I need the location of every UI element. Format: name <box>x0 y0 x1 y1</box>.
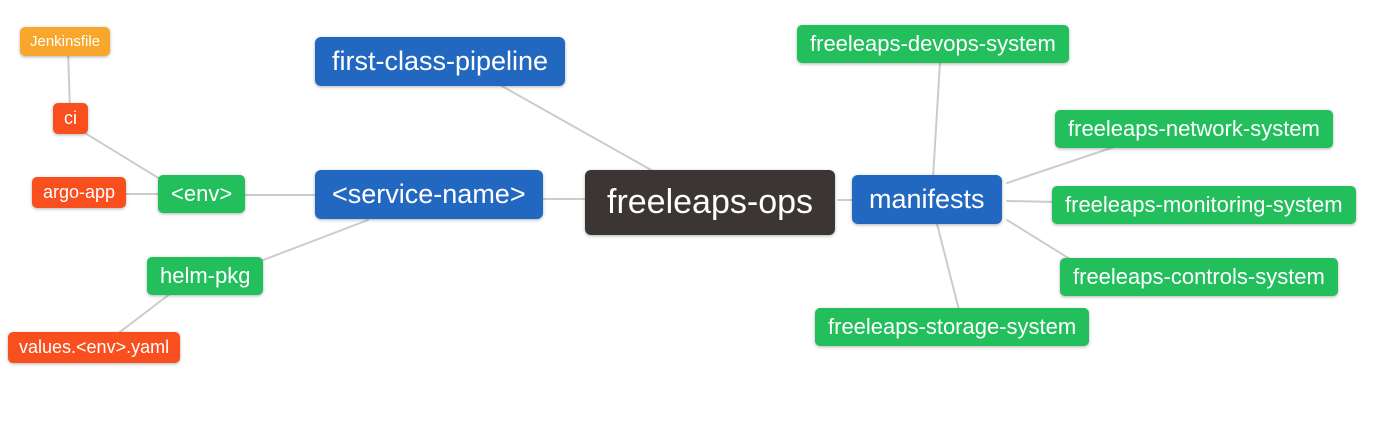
node-freeleaps-monitoring-system[interactable]: freeleaps-monitoring-system <box>1052 186 1356 224</box>
edge-root-first-class-pipeline <box>499 84 661 176</box>
edge-env-ci <box>79 129 166 183</box>
node-helm-pkg[interactable]: helm-pkg <box>147 257 264 295</box>
node-first-class-pipeline[interactable]: first-class-pipeline <box>315 37 566 87</box>
node-ci[interactable]: ci <box>53 103 88 134</box>
edge-manifests-storage-system <box>935 219 960 311</box>
node-argo-app[interactable]: argo-app <box>32 177 127 208</box>
node-freeleaps-storage-system[interactable]: freeleaps-storage-system <box>815 308 1090 346</box>
node-values-env-yaml[interactable]: values.<env>.yaml <box>8 332 181 363</box>
node-service-name[interactable]: <service-name> <box>315 170 543 220</box>
node-env[interactable]: <env> <box>158 175 246 213</box>
node-freeleaps-network-system[interactable]: freeleaps-network-system <box>1055 110 1333 148</box>
node-jenkinsfile[interactable]: Jenkinsfile <box>20 27 111 57</box>
node-manifests[interactable]: manifests <box>852 175 1002 225</box>
edge-manifests-network-system <box>1006 144 1121 184</box>
edge-manifests-monitoring-system <box>1006 200 1057 203</box>
edge-manifests-devops-system <box>932 61 941 179</box>
node-freeleaps-controls-system[interactable]: freeleaps-controls-system <box>1060 258 1338 296</box>
edge-helm-pkg-values-env-yaml <box>111 289 176 339</box>
edge-service-name-helm-pkg <box>257 219 369 263</box>
edge-ci-jenkinsfile <box>67 49 71 111</box>
node-root-freeleaps-ops[interactable]: freeleaps-ops <box>585 170 836 236</box>
node-freeleaps-devops-system[interactable]: freeleaps-devops-system <box>797 25 1069 63</box>
edge-manifests-controls-system <box>1006 219 1079 265</box>
